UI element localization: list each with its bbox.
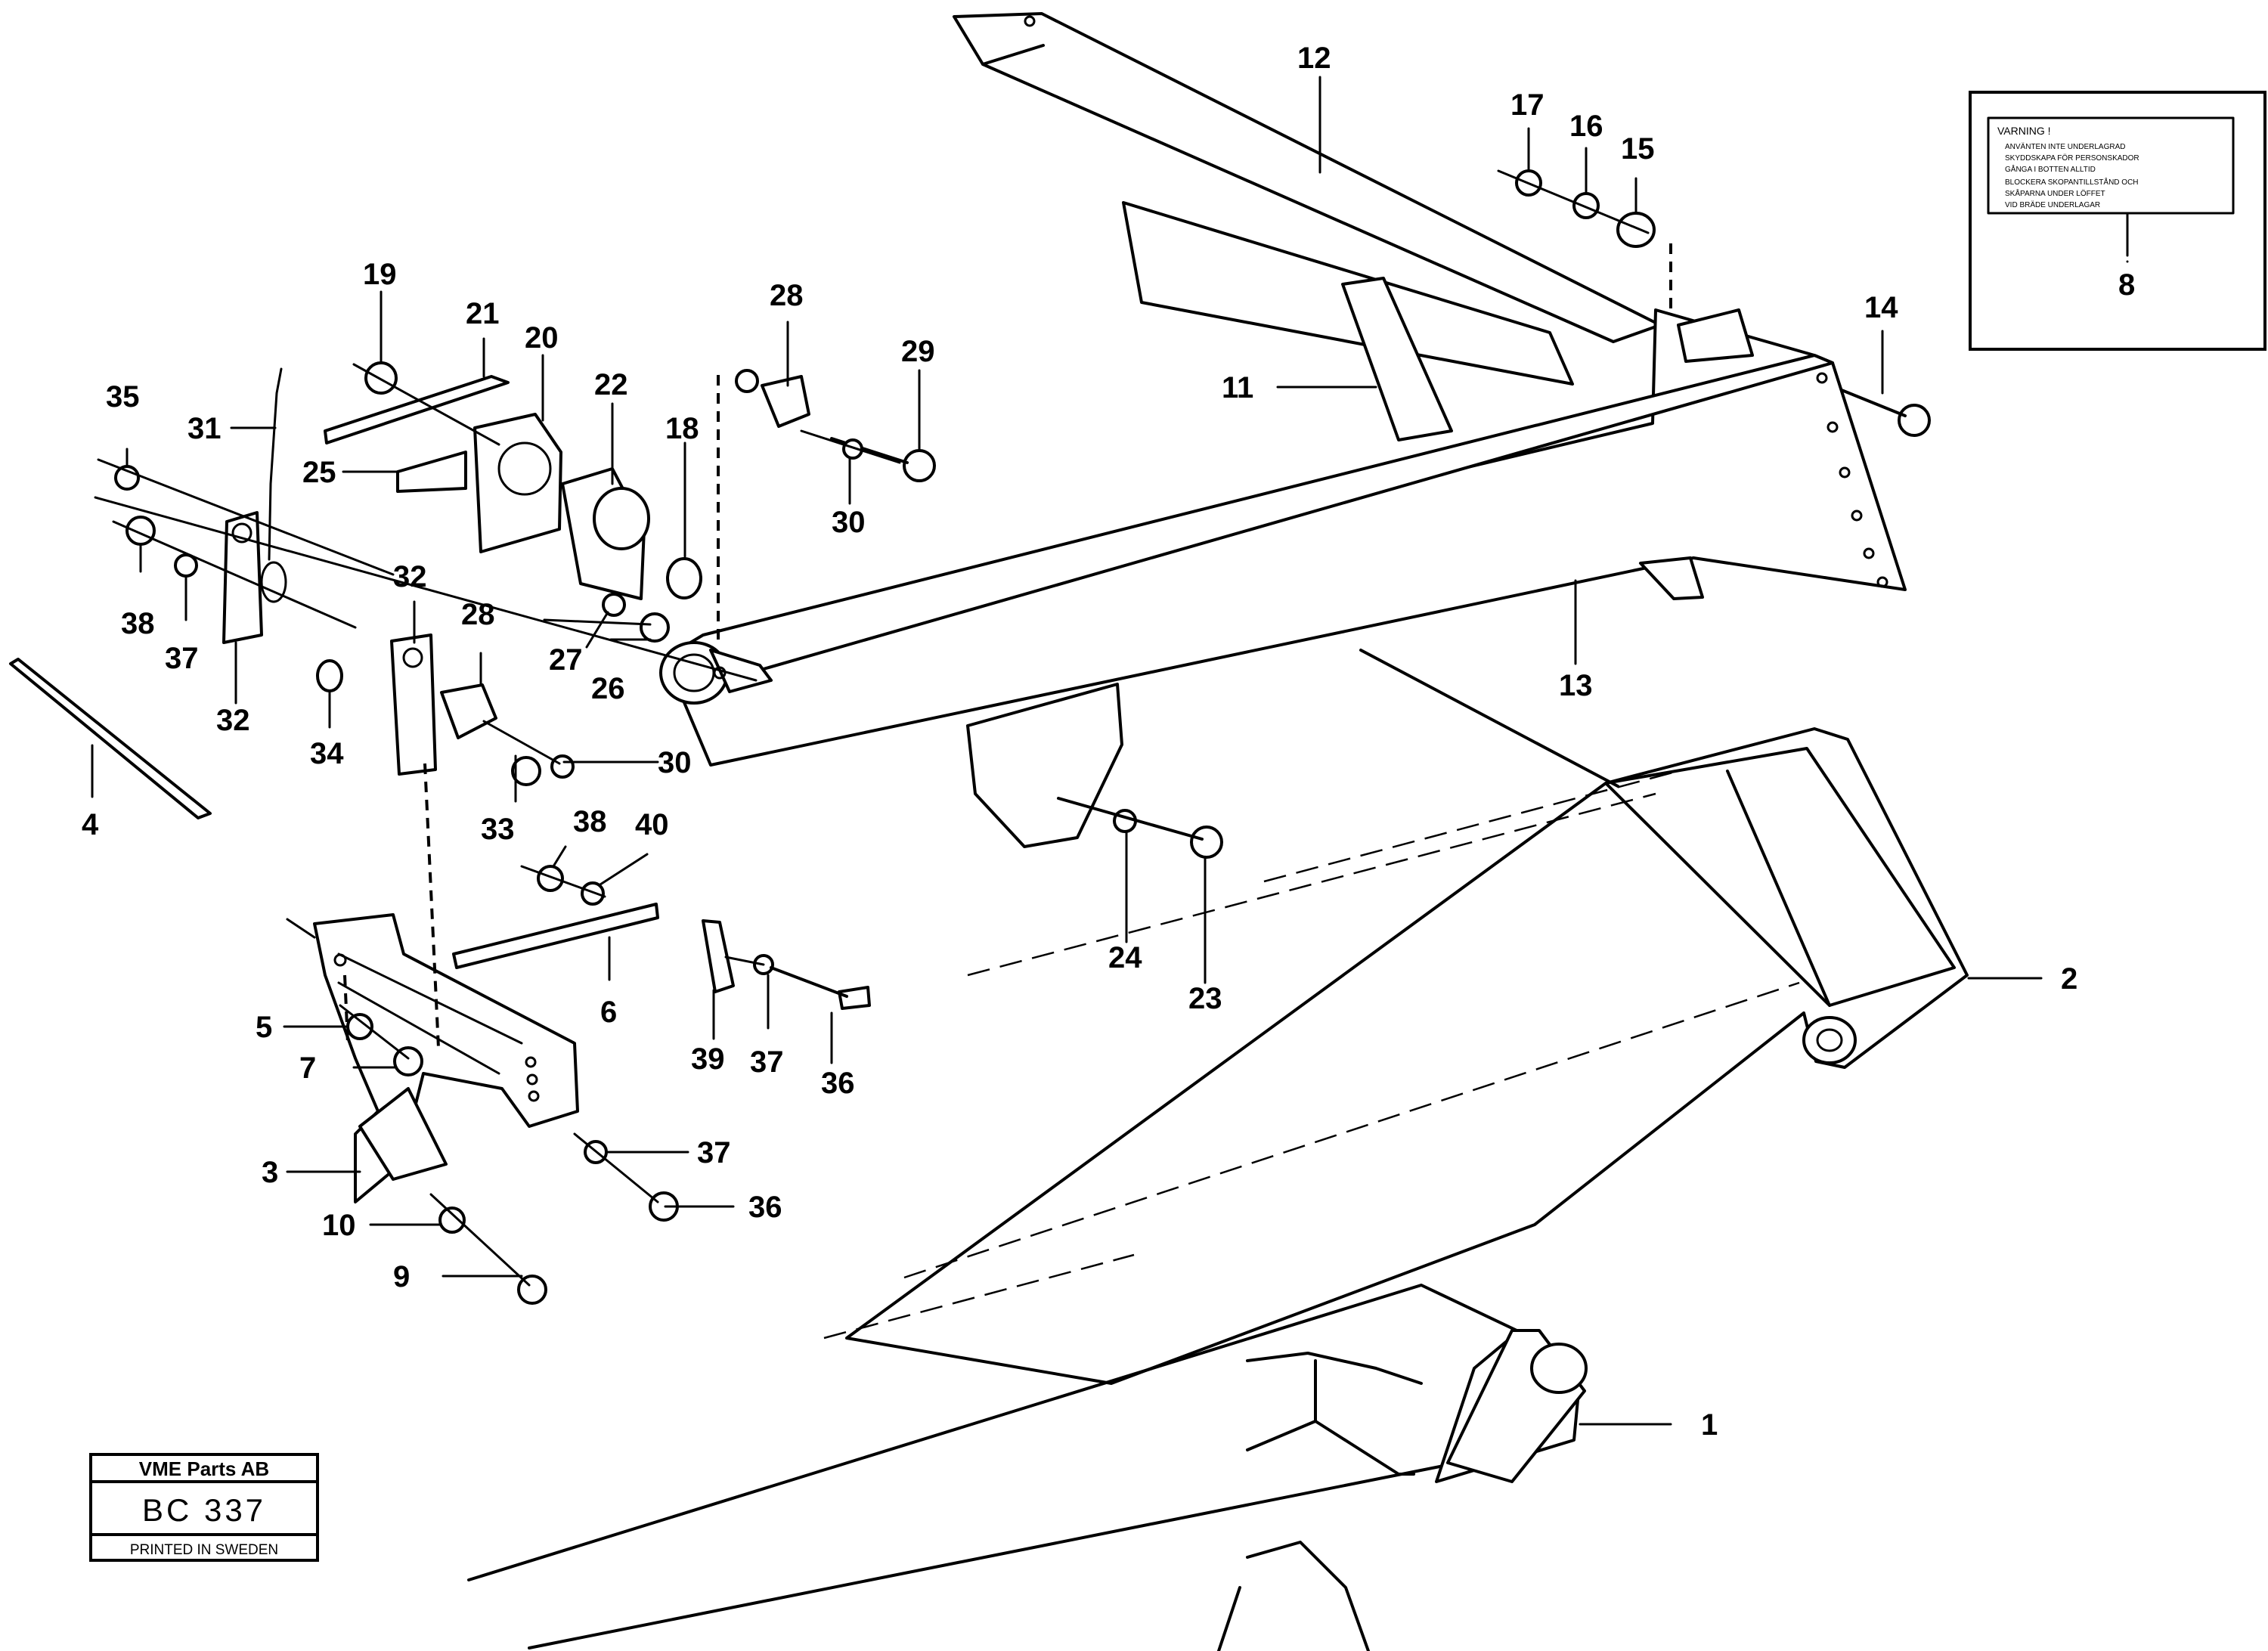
bearing-brackets bbox=[324, 375, 702, 600]
warning-decal: VARNING ! ANVÄNTEN INTE UNDERLAGRAD SKYD… bbox=[1969, 91, 2266, 351]
callout-18: 18 bbox=[665, 412, 699, 445]
callout-22: 22 bbox=[594, 368, 628, 401]
callout-5: 5 bbox=[256, 1011, 272, 1044]
callout-39: 39 bbox=[691, 1042, 725, 1076]
callout-11: 11 bbox=[1222, 371, 1253, 404]
callout-4: 4 bbox=[82, 808, 99, 841]
warning-line: SKYDDSKAPA FÖR PERSONSKADOR bbox=[2005, 153, 2139, 163]
callout-26: 26 bbox=[591, 672, 625, 705]
callout-32: 32 bbox=[216, 704, 250, 737]
callout-8: 8 bbox=[2118, 268, 2135, 302]
warning-line: VID BRÄDE UNDERLAGAR bbox=[2005, 200, 2100, 209]
callout-33: 33 bbox=[481, 813, 515, 846]
warning-line: SKÅPARNA UNDER LÖFFET bbox=[2005, 188, 2105, 198]
alignment-dashes bbox=[343, 243, 1672, 1049]
callout-37: 37 bbox=[750, 1045, 784, 1079]
callout-40: 40 bbox=[635, 808, 669, 841]
callout-15: 15 bbox=[1621, 132, 1655, 166]
callout-30: 30 bbox=[658, 746, 692, 779]
part-13-main-beam bbox=[659, 308, 1907, 848]
fasteners bbox=[94, 169, 1931, 1305]
stamp-note: PRINTED IN SWEDEN bbox=[130, 1542, 278, 1558]
part-1-base-frame bbox=[467, 1284, 1588, 1651]
part-6-rod bbox=[452, 903, 735, 993]
callout-3: 3 bbox=[262, 1156, 278, 1189]
callout-31: 31 bbox=[187, 412, 222, 445]
callout-1: 1 bbox=[1701, 1408, 1718, 1442]
callout-37: 37 bbox=[697, 1136, 731, 1169]
warning-line: ANVÄNTEN INTE UNDERLAGRAD bbox=[2005, 142, 2125, 151]
part-3-bracket bbox=[286, 913, 579, 1203]
warning-line: GÅNGA I BOTTEN ALLTID bbox=[2005, 164, 2096, 174]
callout-30: 30 bbox=[832, 506, 866, 539]
callout-32: 32 bbox=[393, 560, 427, 593]
callout-38: 38 bbox=[121, 607, 155, 640]
stamp-code: BC 337 bbox=[142, 1492, 266, 1528]
part-32-plates bbox=[222, 511, 437, 776]
callout-2: 2 bbox=[2061, 962, 2077, 996]
callout-28: 28 bbox=[770, 279, 804, 312]
callout-24: 24 bbox=[1108, 941, 1142, 974]
callout-27: 27 bbox=[549, 643, 583, 677]
callout-6: 6 bbox=[600, 996, 617, 1029]
callout-14: 14 bbox=[1864, 291, 1898, 324]
callout-28: 28 bbox=[461, 598, 495, 631]
parts-stamp: VME Parts AB BC 337 PRINTED IN SWEDEN bbox=[89, 1453, 319, 1562]
part-4-flat-bar bbox=[9, 658, 212, 819]
callout-34: 34 bbox=[310, 737, 344, 770]
warning-line: BLOCKERA SKOPANTILLSTÅND OCH bbox=[2005, 177, 2139, 187]
callout-35: 35 bbox=[106, 380, 140, 414]
callout-7: 7 bbox=[299, 1052, 316, 1085]
callout-36: 36 bbox=[748, 1191, 782, 1224]
part-2-bucket-arm bbox=[823, 649, 1969, 1385]
stamp-company: VME Parts AB bbox=[139, 1457, 269, 1480]
callout-16: 16 bbox=[1569, 110, 1603, 143]
callout-20: 20 bbox=[525, 321, 559, 355]
callout-23: 23 bbox=[1188, 982, 1222, 1015]
leader-lines bbox=[91, 76, 2129, 1426]
callout-17: 17 bbox=[1510, 88, 1545, 122]
callout-9: 9 bbox=[393, 1260, 410, 1293]
part-11-wedge bbox=[1341, 277, 1453, 441]
callout-36: 36 bbox=[821, 1067, 855, 1100]
callout-13: 13 bbox=[1559, 669, 1593, 702]
callout-25: 25 bbox=[302, 456, 336, 489]
part-31-cable bbox=[260, 367, 287, 603]
callout-38: 38 bbox=[573, 805, 607, 838]
callout-37: 37 bbox=[165, 642, 199, 675]
callout-10: 10 bbox=[322, 1209, 356, 1242]
callout-19: 19 bbox=[363, 258, 397, 291]
callout-29: 29 bbox=[901, 335, 935, 368]
callout-labels: 1 2 3 4 5 6 7 8 9 10 11 12 13 14 15 16 1… bbox=[82, 42, 2135, 1442]
warning-heading: VARNING ! bbox=[1997, 125, 2051, 137]
callout-12: 12 bbox=[1297, 42, 1331, 75]
callout-21: 21 bbox=[466, 297, 500, 330]
